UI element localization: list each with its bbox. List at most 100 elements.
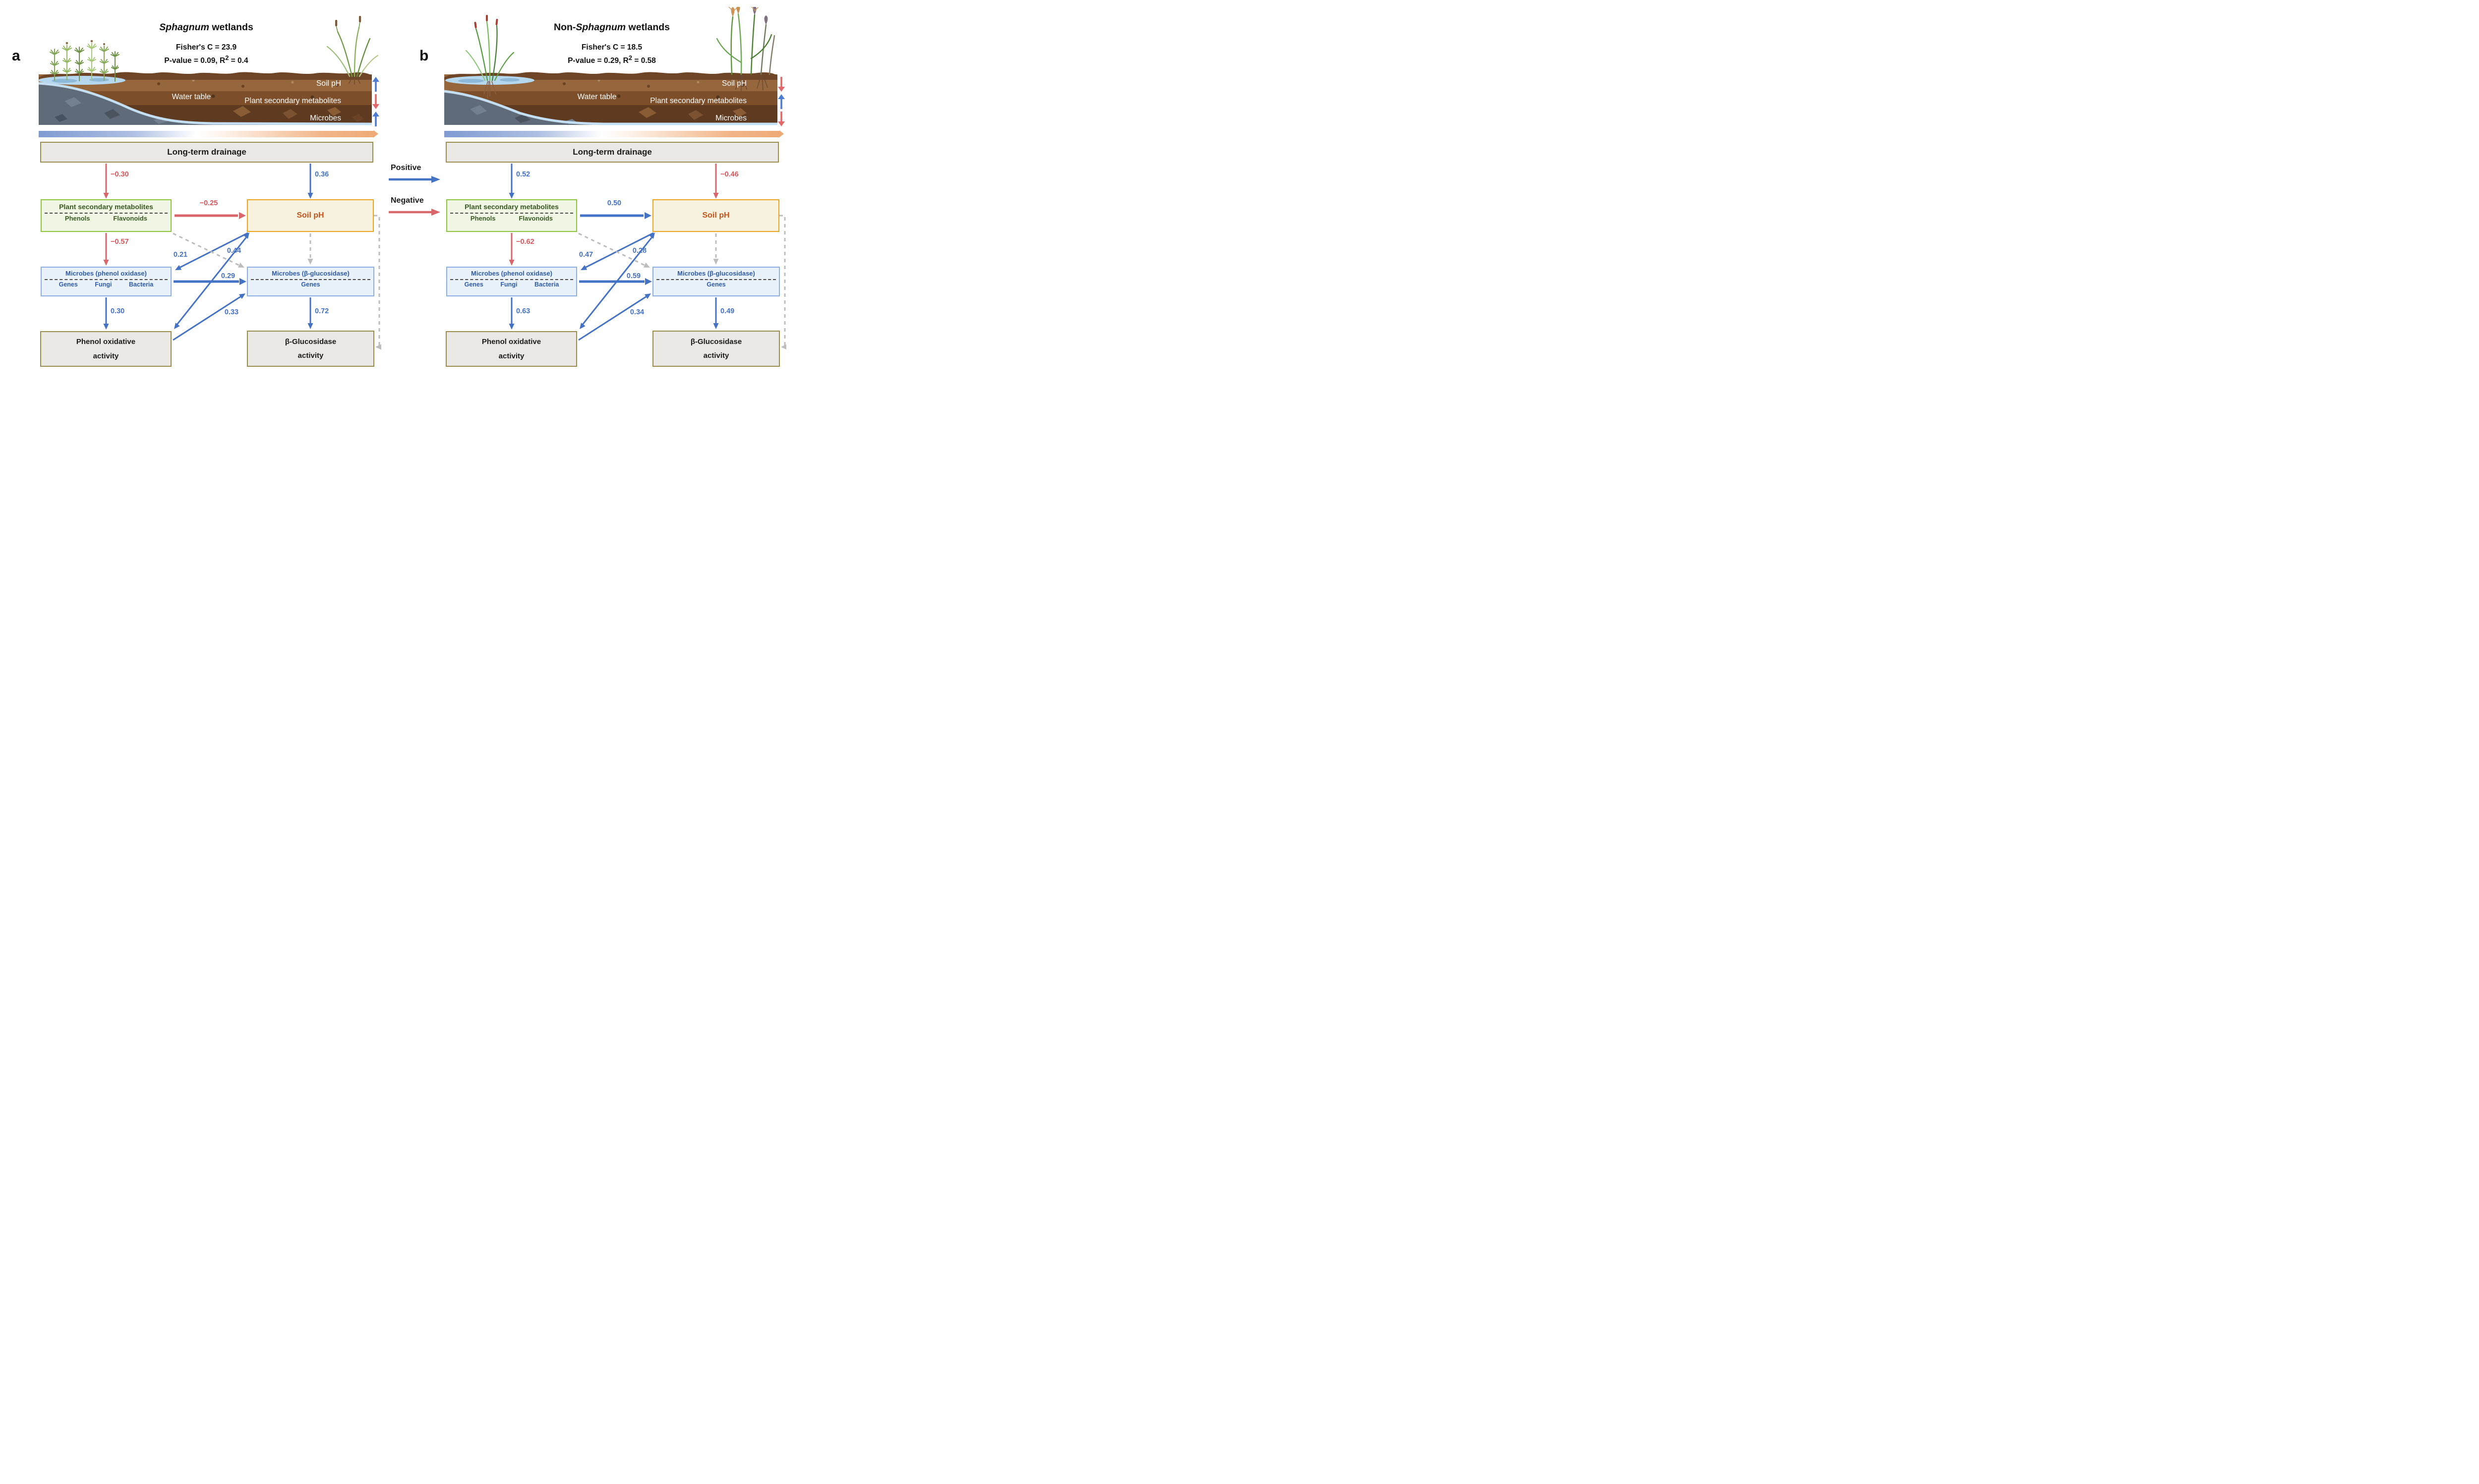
box-beta-glucosidase-activity: β-Glucosidase activity: [247, 331, 374, 367]
water-table-label: Water table: [172, 93, 211, 101]
pvalue-r2-stat: P-value = 0.09, R2 = 0.4: [164, 54, 248, 65]
coef-drainage-soilph: −0.46: [720, 171, 739, 178]
arrow-psm-to-mpo: [509, 233, 515, 266]
side-label-microbes: Microbes: [310, 114, 341, 122]
box-phenol-oxidative-activity: Phenol oxidative activity: [40, 331, 172, 367]
coef-soilph-poa: 0.44: [227, 247, 241, 255]
coef-mbg-bga: 0.72: [315, 307, 329, 315]
coef-psm-soilph: −0.25: [199, 199, 218, 207]
box-soil-ph: Soil pH: [652, 199, 779, 232]
mbg-title: Microbes (β-glucosidase): [677, 270, 755, 277]
panel-title: Sphagnum wetlands: [159, 22, 253, 33]
coef-psm-mpo: −0.57: [111, 238, 129, 246]
coef-mbg-bga: 0.49: [720, 307, 735, 315]
arrow-drainage-to-soilph: [713, 164, 719, 199]
poa-line1: Phenol oxidative: [481, 338, 541, 346]
mpo-title: Microbes (phenol oxidase): [65, 270, 147, 277]
trend-arrow-icon: [372, 94, 379, 109]
box-microbes-beta-glucosidase: Microbes (β-glucosidase) Genes: [652, 267, 780, 296]
side-label-psm: Plant secondary metabolites: [244, 97, 341, 105]
psm-indicator-flavonoids: Flavonoids: [519, 215, 553, 222]
negative-arrow-icon: [389, 209, 440, 216]
mpo-indicator-genes: Genes: [464, 281, 483, 288]
coef-soilph-mpo: 0.21: [173, 251, 188, 259]
arrow-psm-to-mpo: [103, 233, 109, 266]
figure-canvas: a b Sphagnum wetlands Fisher's C = 23.9 …: [0, 0, 786, 371]
mpo-indicator-bacteria: Bacteria: [129, 281, 154, 288]
trend-arrow-icon: [372, 77, 379, 92]
poa-line2: activity: [93, 351, 119, 360]
psm-title: Plant secondary metabolites: [59, 203, 153, 211]
coef-mpo-mbg: 0.29: [221, 272, 236, 280]
panel-title: Non-Sphagnum wetlands: [553, 22, 670, 33]
box-microbes-phenol-oxidase: Microbes (phenol oxidase) Genes Fungi Ba…: [446, 267, 577, 296]
arrow-soilph-to-mbg-nonsignificant: [307, 233, 313, 265]
coef-mpo-poa: 0.63: [516, 307, 531, 315]
arrow-mpo-to-poa: [509, 297, 515, 330]
legend-negative-label: Negative: [391, 196, 424, 205]
arrow-drainage-to-psm: [509, 164, 515, 199]
arrow-psm-to-soilph: [175, 212, 246, 219]
arrow-soilph-to-bga-nonsignificant: [779, 215, 786, 350]
side-label-soil-ph: Soil pH: [722, 79, 747, 88]
water-table-line: [38, 82, 372, 125]
box-microbes-beta-glucosidase: Microbes (β-glucosidase) Genes: [247, 267, 374, 296]
psm-indicator-phenols: Phenols: [470, 215, 496, 222]
sphagnum-moss-icon: [50, 40, 119, 82]
latent-divider: [45, 213, 168, 214]
poa-line2: activity: [498, 351, 525, 360]
box-soil-ph: Soil pH: [247, 199, 374, 232]
mpo-indicator-genes: Genes: [59, 281, 78, 288]
box-microbes-phenol-oxidase: Microbes (phenol oxidase) Genes Fungi Ba…: [41, 267, 172, 296]
arrow-psm-to-soilph: [580, 212, 651, 219]
coef-psm-mpo: −0.62: [516, 238, 534, 246]
poa-line1: Phenol oxidative: [76, 338, 136, 346]
side-label-psm: Plant secondary metabolites: [650, 97, 747, 105]
grass-plant-icon: [465, 15, 515, 99]
waterlogged-zone: [39, 83, 372, 125]
mpo-indicator-fungi: Fungi: [500, 281, 518, 288]
latent-divider: [251, 279, 370, 280]
coef-psm-soilph: 0.50: [607, 199, 622, 207]
legend-positive-label: Positive: [391, 164, 421, 172]
latent-divider: [450, 213, 573, 214]
pvalue-r2-stat: P-value = 0.29, R2 = 0.58: [568, 54, 656, 65]
coef-drainage-psm: −0.30: [111, 171, 129, 178]
trend-arrow-icon: [778, 112, 785, 126]
panel-non-sphagnum-wetlands: Non-Sphagnum wetlands Fisher's C = 18.5 …: [440, 0, 786, 371]
side-label-microbes: Microbes: [715, 114, 747, 122]
coef-mpo-poa: 0.30: [111, 307, 125, 315]
box-long-term-drainage: Long-term drainage: [40, 142, 373, 163]
drainage-gradient-bar: [39, 130, 378, 137]
box-beta-glucosidase-activity: β-Glucosidase activity: [652, 331, 780, 367]
soil-crust-icon: [444, 72, 777, 80]
coef-mpo-mbg: 0.59: [626, 272, 641, 280]
bga-line1: β-Glucosidase: [285, 337, 337, 346]
coef-poa-mbg: 0.34: [630, 308, 645, 316]
bga-line2: activity: [703, 351, 729, 360]
box-plant-secondary-metabolites: Plant secondary metabolites Phenols Flav…: [446, 199, 577, 232]
bga-line2: activity: [297, 351, 324, 360]
panel-letter-a: a: [12, 48, 20, 64]
panel-sphagnum-wetlands: Sphagnum wetlands Fisher's C = 23.9 P-va…: [35, 0, 387, 371]
trend-arrow-icon: [372, 112, 379, 126]
pond-icon: [38, 76, 125, 85]
mpo-indicator-bacteria: Bacteria: [534, 281, 559, 288]
trend-arrow-icon: [778, 77, 785, 92]
fishers-c-stat: Fisher's C = 23.9: [176, 43, 237, 52]
arrow-drainage-to-soilph: [307, 164, 313, 199]
coef-drainage-psm: 0.52: [516, 171, 531, 178]
coef-drainage-soilph: 0.36: [315, 171, 329, 178]
soil-crust-icon: [39, 72, 372, 80]
mpo-title: Microbes (phenol oxidase): [471, 270, 552, 277]
latent-divider: [45, 279, 168, 280]
mbg-title: Microbes (β-glucosidase): [272, 270, 350, 277]
positive-arrow-icon: [389, 176, 440, 183]
coef-soilph-poa: 0.28: [632, 247, 647, 255]
panel-letter-b: b: [419, 48, 429, 64]
mbg-indicator-genes: Genes: [301, 281, 320, 288]
psm-title: Plant secondary metabolites: [465, 203, 559, 211]
box-long-term-drainage: Long-term drainage: [446, 142, 779, 163]
arrow-soilph-to-mbg-nonsignificant: [713, 233, 719, 265]
reed-plant-icon: [716, 7, 775, 92]
